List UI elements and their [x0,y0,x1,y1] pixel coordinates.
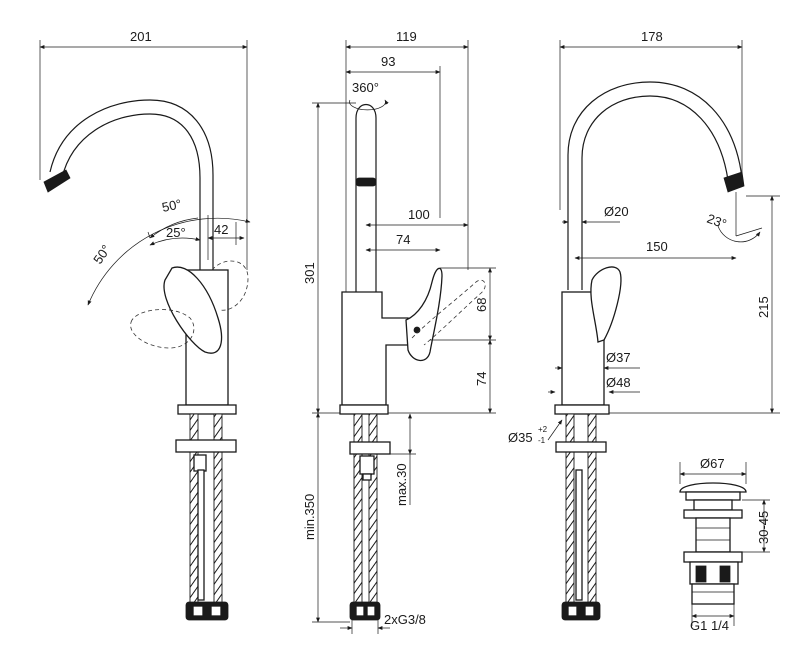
dim-68-label: 68 [474,298,489,312]
waste-nut [683,551,743,563]
right-view: 178 Ø20 23° 150 215 Ø37 [508,29,780,621]
dia48-label: Ø48 [606,375,631,390]
aerator [355,177,377,187]
dim-93-label: 93 [381,54,395,69]
front-lever-ghost-left [130,309,195,349]
dim-74v-label: 74 [474,372,489,386]
side-body [341,291,409,406]
right-mounting [555,413,607,621]
arc-23 [717,225,761,243]
waste-thread [691,583,735,605]
angle-50-outer-label: 50° [90,242,114,267]
side-base [339,404,389,415]
waste-cap [679,482,747,493]
side-lever-ghost [411,279,486,346]
dim-150-label: 150 [646,239,668,254]
front-base [177,404,237,415]
dia35-tolerance-lower: -1 [538,436,546,445]
front-mounting [175,413,237,621]
side-spout [355,103,377,298]
right-lever [590,266,622,343]
rotation-label: 360° [352,80,379,95]
waste-detail: Ø67 30-45 G1 1/4 [679,456,771,633]
dim-74h-label: 74 [396,232,410,247]
right-spout [567,81,745,290]
hose-connection-label: 2xG3/8 [384,612,426,627]
dia20-label: Ø20 [604,204,629,219]
dim-301-label: 301 [302,262,317,284]
dia37-label: Ø37 [606,350,631,365]
dim-215-label: 215 [756,296,771,318]
arc-50-inner [149,217,199,239]
angle-50-inner-label: 50° [161,196,183,215]
angle-23-label: 23° [705,211,729,232]
front-view: 201 50° 50° 25° 42 [39,29,251,621]
dia67-label: Ø67 [700,456,725,471]
angle-25-label: 25° [166,225,186,240]
rotation-arc [349,99,389,111]
side-lever [405,267,443,362]
front-spout [43,99,214,275]
dia35-label: Ø35 [508,430,533,445]
right-base [554,404,610,415]
side-view: 119 93 360° 100 74 68 74 301 [302,29,496,634]
waste-body [695,517,731,553]
arc-50-outer [87,217,251,306]
dim-119-label: 119 [396,29,417,44]
dim-100-label: 100 [408,207,430,222]
dim-178-label: 178 [641,29,663,44]
waste-flange [685,491,741,501]
right-spout-tip [723,171,745,193]
spout-tip [43,169,71,193]
max30-label: max.30 [394,463,409,506]
thread-label: G1 1/4 [690,618,729,633]
range-30-45-label: 30-45 [756,511,771,544]
side-mounting [349,413,391,621]
dim-201-label: 201 [130,29,152,44]
arc-25 [149,237,201,246]
min350-label: min.350 [302,494,317,540]
dia35-tolerance-upper: +2 [538,425,548,434]
dim-42-label: 42 [214,222,228,237]
